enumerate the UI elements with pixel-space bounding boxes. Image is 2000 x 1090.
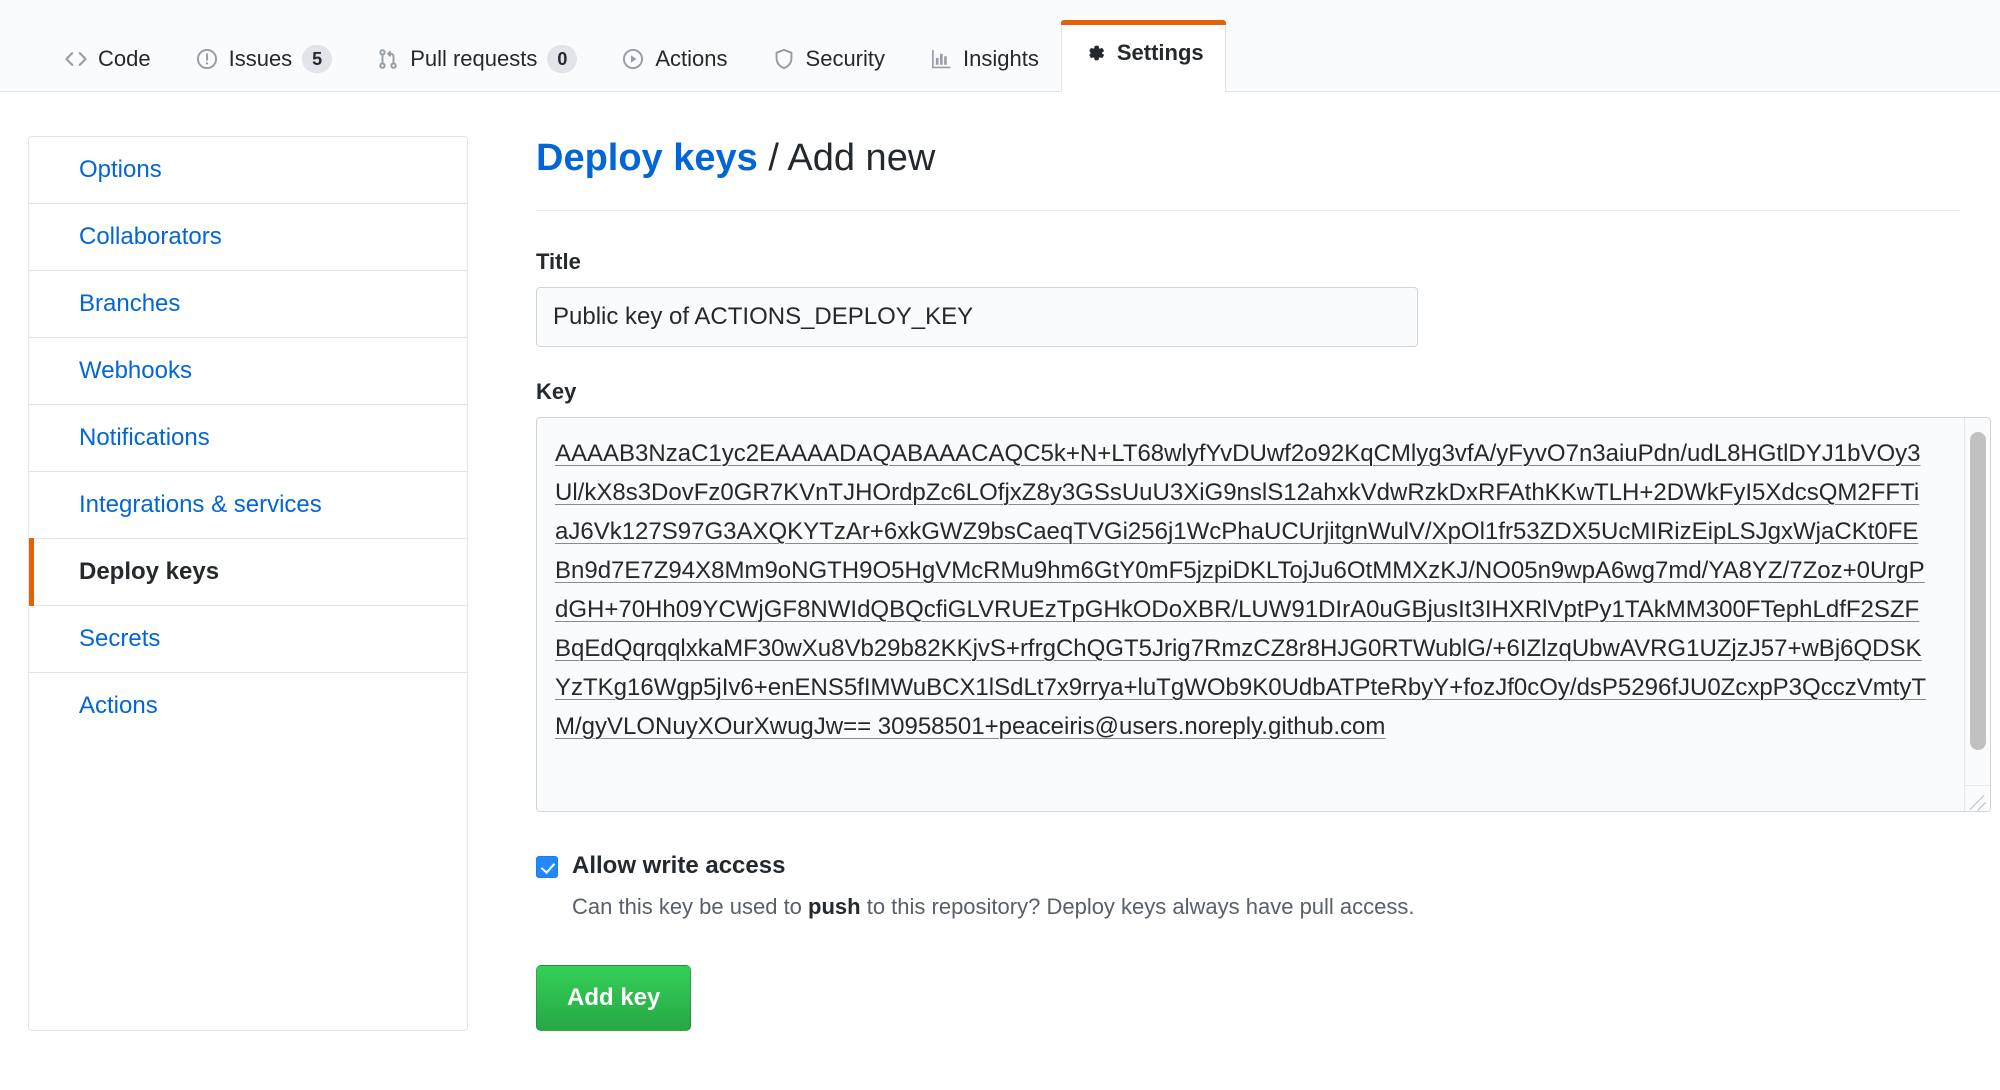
graph-icon [929, 47, 953, 71]
sidebar-item-deploy-keys[interactable]: Deploy keys [29, 538, 467, 606]
settings-page: Options Collaborators Branches Webhooks … [0, 92, 2000, 1031]
tab-settings[interactable]: Settings [1060, 20, 1226, 92]
tab-actions[interactable]: Actions [599, 25, 749, 91]
key-textarea-wrapper: AAAAB3NzaC1yc2EAAAADAQABAAACAQC5k+N+LT68… [536, 416, 1991, 812]
tab-label: Pull requests [410, 45, 538, 71]
tab-label: Actions [655, 45, 728, 71]
key-field-group: Key AAAAB3NzaC1yc2EAAAADAQABAAACAQC5k+N+… [536, 378, 1991, 812]
tab-security[interactable]: Security [750, 25, 907, 91]
title-divider [536, 209, 1960, 211]
tab-label: Issues [228, 45, 293, 71]
title-input[interactable] [536, 286, 1418, 347]
allow-write-access-text: Allow write access Can this key be used … [572, 850, 1415, 923]
git-pull-request-icon [376, 47, 400, 71]
tab-label: Code [98, 45, 151, 71]
note-before: Can this key be used to [572, 893, 809, 919]
tab-pull-requests[interactable]: Pull requests 0 [354, 25, 599, 91]
tab-label: Settings [1116, 40, 1204, 65]
deploy-key-form: Deploy keys / Add new Title Key AAAAB3Nz… [468, 136, 2000, 1031]
title-label: Title [536, 248, 581, 274]
play-icon [621, 47, 645, 71]
sidebar-item-collaborators[interactable]: Collaborators [29, 204, 467, 271]
breadcrumb-current: Add new [787, 137, 936, 179]
allow-write-access-checkbox[interactable] [536, 855, 558, 878]
sidebar-item-branches[interactable]: Branches [29, 271, 467, 338]
tab-issues[interactable]: Issues 5 [173, 25, 355, 91]
key-textarea[interactable]: AAAAB3NzaC1yc2EAAAADAQABAAACAQC5k+N+LT68… [555, 439, 1927, 740]
issues-count-badge: 5 [302, 44, 333, 73]
title-field-group: Title [536, 249, 1960, 347]
code-icon [64, 47, 88, 71]
sidebar-item-actions[interactable]: Actions [29, 673, 467, 739]
breadcrumb-separator: / [768, 137, 779, 179]
gear-icon [1083, 41, 1107, 65]
key-label: Key [536, 378, 577, 404]
sidebar-item-webhooks[interactable]: Webhooks [29, 338, 467, 405]
key-textarea-scrollbar-track[interactable] [1964, 417, 1990, 785]
key-textarea-scrollbar-thumb[interactable] [1970, 431, 1986, 750]
settings-sidebar: Options Collaborators Branches Webhooks … [28, 136, 468, 1031]
sidebar-item-integrations-services[interactable]: Integrations & services [29, 472, 467, 539]
tab-insights[interactable]: Insights [907, 25, 1061, 91]
allow-write-access-row: Allow write access Can this key be used … [536, 850, 1960, 923]
page-title: Deploy keys / Add new [536, 136, 1960, 182]
issue-opened-icon [195, 47, 219, 71]
sidebar-item-notifications[interactable]: Notifications [29, 405, 467, 472]
breadcrumb-deploy-keys-link[interactable]: Deploy keys [536, 137, 758, 179]
tab-label: Security [805, 45, 886, 71]
sidebar-item-options[interactable]: Options [29, 137, 467, 204]
key-textarea-resize-handle[interactable] [1964, 784, 1990, 811]
repo-tab-navigation: Code Issues 5 Pull requests 0 Actions Se… [0, 0, 2000, 92]
tab-code[interactable]: Code [42, 25, 173, 91]
note-after: to this repository? Deploy keys always h… [860, 893, 1415, 919]
pull-requests-count-badge: 0 [547, 44, 578, 73]
note-push-emphasis: push [808, 893, 861, 919]
shield-icon [772, 47, 796, 71]
add-key-button[interactable]: Add key [536, 964, 692, 1031]
allow-write-access-note: Can this key be used to push to this rep… [572, 892, 1415, 923]
allow-write-access-label[interactable]: Allow write access [572, 851, 786, 879]
tab-label: Insights [963, 45, 1039, 71]
sidebar-item-secrets[interactable]: Secrets [29, 606, 467, 673]
